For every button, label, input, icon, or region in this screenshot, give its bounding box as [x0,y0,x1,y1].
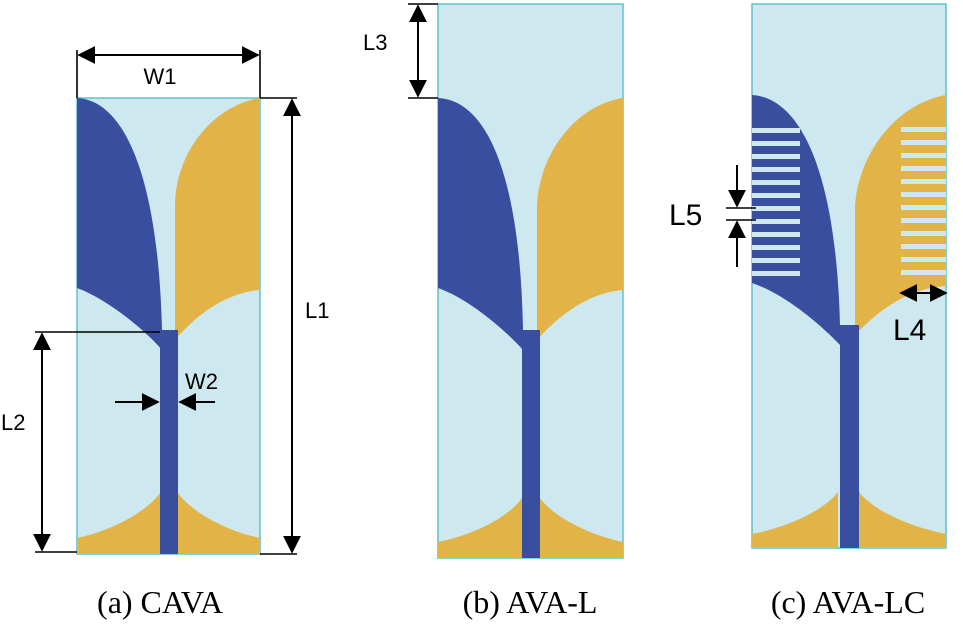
slot-right [901,205,946,210]
slot-left [752,193,800,198]
slot-right [901,244,946,249]
slot-right [901,127,946,132]
right-radiator-b [537,98,623,340]
slot-left [752,245,800,250]
ground-plane-left-a [77,493,160,554]
caption-b: (b) AVA-L [463,584,598,620]
slot-left [752,258,800,263]
l2-label: L2 [1,410,25,435]
left-radiator-b [438,98,537,350]
slot-left [752,167,800,172]
left-radiator-a [77,98,175,350]
panel-c-ava-lc: L5 L4 (c) AVA-LC [669,3,948,620]
right-slots-c [901,127,946,275]
panel-a-cava: W1 L1 L2 W2 (a) CAVA [1,46,329,620]
slot-right [901,166,946,171]
slot-right [901,231,946,236]
left-slots-c [752,128,800,276]
slot-left [752,219,800,224]
ground-plane-left-c [752,492,838,548]
slot-left [752,271,800,276]
caption-a: (a) CAVA [97,584,223,620]
ground-plane-right-b [540,498,623,558]
slot-left [752,154,800,159]
ground-plane-right-c [859,492,946,548]
slot-right [901,270,946,275]
caption-c: (c) AVA-LC [771,584,925,620]
w1-label: W1 [144,64,177,89]
slot-right [901,218,946,223]
slot-right [901,153,946,158]
slot-right [901,192,946,197]
panel-b-ava-l: L3 (b) AVA-L [363,3,624,620]
slot-right [901,140,946,145]
l1-label: L1 [305,298,329,323]
l5-label: L5 [669,199,702,232]
slot-right [901,257,946,262]
right-radiator-a [175,98,260,340]
feed-line-b [522,330,540,558]
slot-left [752,128,800,133]
feed-line-a [160,330,178,554]
l4-label: L4 [893,314,926,347]
ground-plane-right-a [178,493,260,554]
slot-right [901,179,946,184]
slot-left [752,232,800,237]
l3-label: L3 [363,30,387,55]
slot-left [752,180,800,185]
slot-left [752,206,800,211]
w2-label: W2 [185,369,218,394]
slot-left [752,141,800,146]
feed-line-c [840,325,859,548]
ground-plane-left-b [438,498,522,558]
